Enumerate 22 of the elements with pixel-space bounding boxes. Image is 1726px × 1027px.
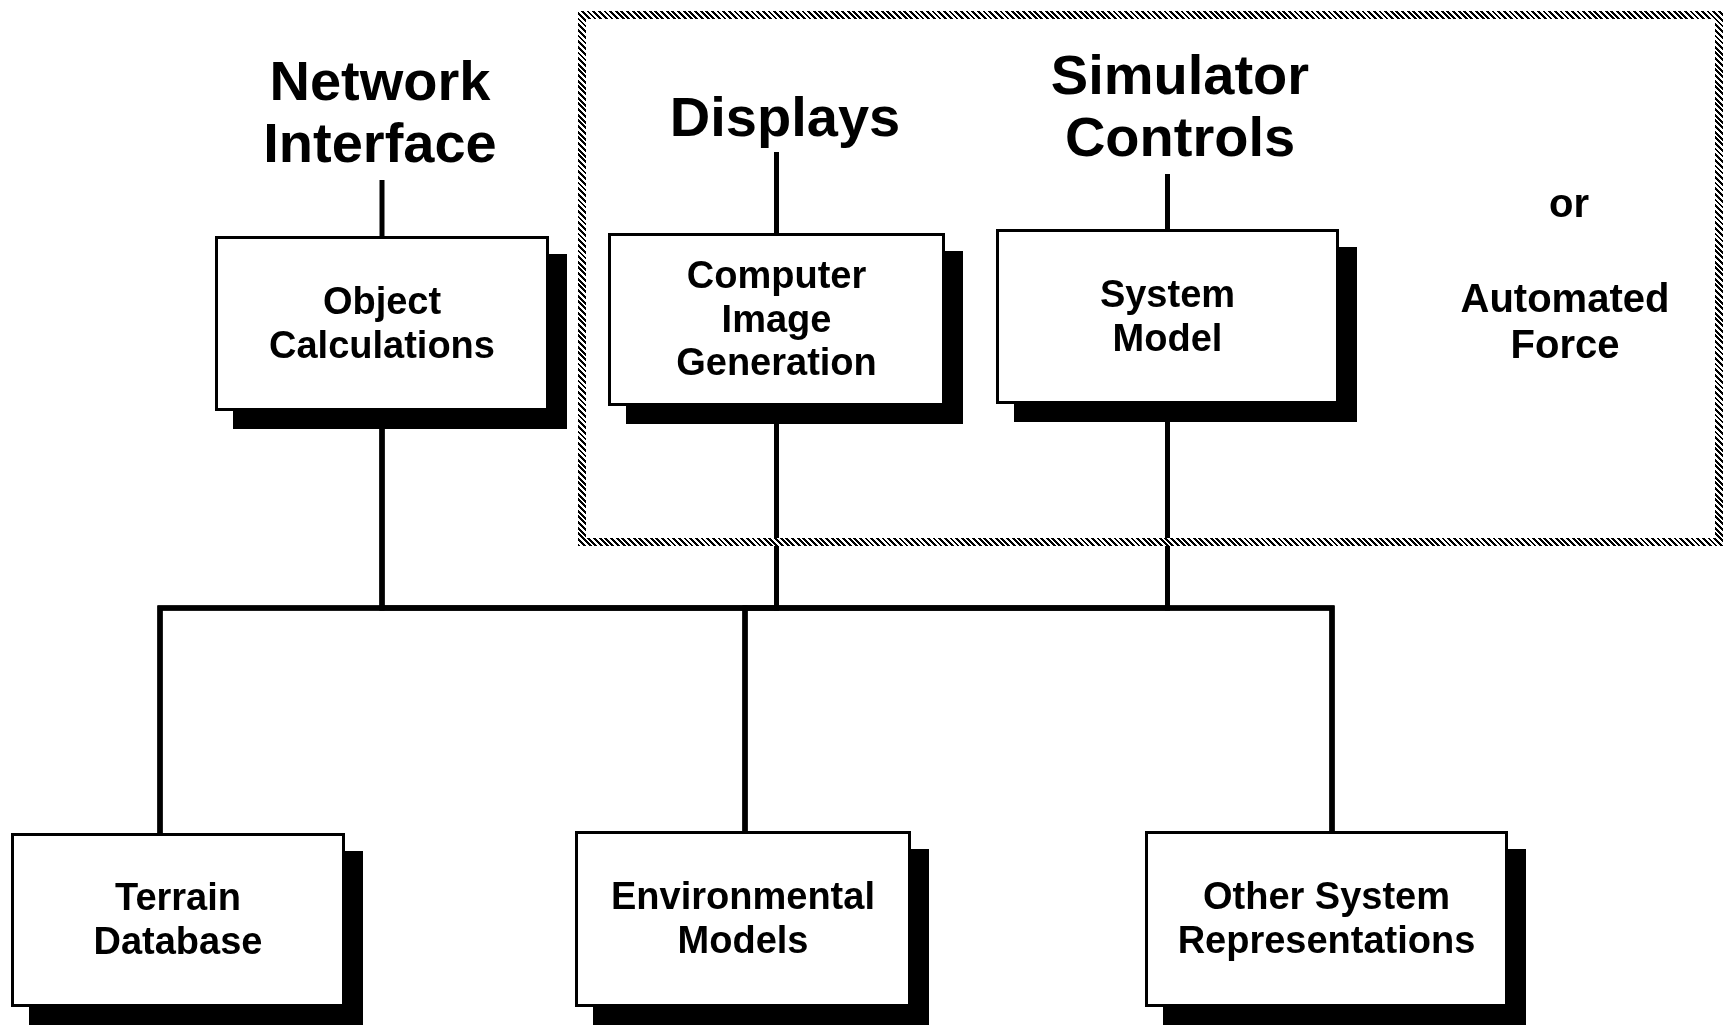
process-box — [1145, 831, 1526, 1025]
heading-label: Displays — [630, 82, 940, 152]
process-box — [215, 236, 567, 429]
box-label: Terrain Database — [92, 876, 264, 964]
connector-line — [1165, 174, 1170, 229]
heading-label: Network Interface — [230, 44, 530, 180]
box-label: Other System Representations — [1176, 875, 1477, 963]
process-box — [608, 233, 963, 424]
connector-line — [379, 180, 385, 236]
region-label: or — [1548, 180, 1590, 226]
process-box — [11, 833, 363, 1025]
box-label: Object Calculations — [268, 279, 496, 368]
process-box — [996, 229, 1357, 422]
heading-label: Simulator Controls — [1000, 38, 1360, 174]
box-label: Computer Image Generation — [675, 253, 878, 386]
connector-line — [1165, 422, 1335, 831]
connector-line — [774, 152, 779, 233]
dotted-boundary-box — [578, 11, 1723, 546]
region-label: Automated Force — [1459, 275, 1671, 367]
process-box — [575, 831, 929, 1025]
box-label: System Model — [1098, 272, 1237, 361]
box-label: Environmental Models — [610, 875, 876, 963]
